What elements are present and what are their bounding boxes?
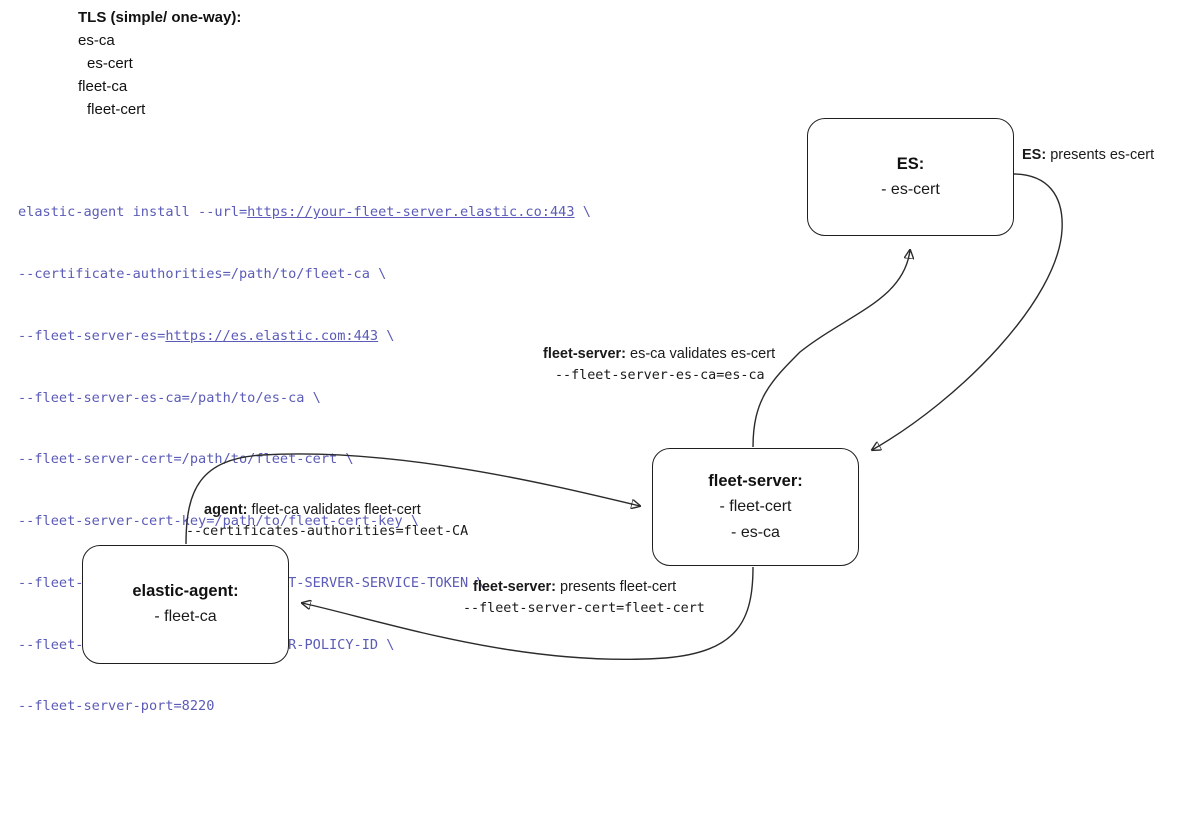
command-line-1: elastic-agent install --url=https://your…	[18, 202, 591, 223]
legend-item-fleet-ca: fleet-ca	[78, 78, 128, 95]
edge-label-rest: es-ca validates es-cert	[626, 346, 776, 362]
node-es[interactable]: ES: - es-cert	[807, 118, 1014, 236]
edge-label-fleet-server-presents: fleet-server: presents fleet-cert --flee…	[463, 577, 705, 619]
edge-label-fleet-server-validates: fleet-server: es-ca validates es-cert --…	[543, 344, 775, 386]
node-fleet-server-item-0: - fleet-cert	[719, 497, 792, 515]
edge-label-row: agent: fleet-ca validates fleet-cert	[204, 500, 468, 521]
cmd-text: --fleet-server-port=8220	[18, 698, 215, 715]
edge-label-es-presents: ES: presents es-cert	[1022, 145, 1154, 166]
command-line-2: --certificate-authorities=/path/to/fleet…	[18, 264, 591, 285]
edge-agent-to-fleet-server	[185, 453, 640, 545]
node-fleet-server-item-1: - es-ca	[731, 523, 780, 541]
node-fleet-server[interactable]: fleet-server: - fleet-cert - es-ca	[652, 448, 859, 566]
edge-label-strong: fleet-server:	[543, 346, 627, 362]
edge-label-rest: fleet-ca validates fleet-cert	[247, 502, 421, 518]
node-es-title: ES:	[896, 154, 925, 173]
es-url-link[interactable]: https://es.elastic.com:443	[165, 327, 379, 344]
edge-label-strong: agent:	[204, 502, 248, 518]
node-elastic-agent[interactable]: elastic-agent: - fleet-ca	[82, 545, 289, 664]
tls-legend: TLS (simple/ one-way): es-ca es-cert fle…	[78, 6, 241, 121]
command-line-6: --fleet-server-cert-key=/path/to/fleet-c…	[18, 511, 591, 532]
cmd-text: --fleet-server-cert-key=/path/to/fleet-c…	[18, 513, 420, 530]
command-line-4: --fleet-server-es-ca=/path/to/es-ca \	[18, 388, 591, 409]
edge-es-to-fleet-server	[872, 173, 1063, 450]
fleet-server-url-link[interactable]: https://your-fleet-server.elastic.co:443	[247, 204, 575, 221]
legend-item-es-cert: es-cert	[87, 55, 133, 72]
legend-title: TLS (simple/ one-way):	[78, 9, 242, 26]
node-elastic-agent-title: elastic-agent:	[132, 582, 239, 600]
edge-fleet-server-to-es	[752, 250, 910, 448]
cmd-text: --fleet-server-es=	[18, 327, 166, 344]
command-line-3: --fleet-server-es=https://es.elastic.com…	[18, 326, 591, 347]
cmd-text: --fleet-server-es-ca=/path/to/es-ca \	[18, 389, 321, 406]
cmd-text: --certificate-authorities=/path/to/fleet…	[18, 265, 387, 282]
cmd-text: \	[378, 327, 395, 344]
legend-item-es-ca: es-ca	[78, 32, 115, 49]
edge-label-flag: --fleet-server-es-ca=es-ca	[555, 368, 765, 383]
command-line-9: --fleet-server-port=8220	[18, 696, 591, 717]
edge-label-strong: fleet-server:	[473, 579, 557, 595]
cmd-text: elastic-agent install --url=	[18, 204, 248, 221]
node-es-item-0: - es-cert	[881, 180, 940, 198]
edge-label-strong: ES:	[1022, 147, 1047, 163]
edge-fleet-server-to-agent	[302, 566, 754, 661]
edge-label-agent-validates: agent: fleet-ca validates fleet-cert --c…	[186, 500, 468, 542]
edge-label-rest: presents fleet-cert	[556, 579, 677, 595]
node-fleet-server-title: fleet-server:	[708, 471, 803, 490]
edge-label-row: fleet-server: presents fleet-cert	[473, 577, 705, 598]
cmd-text: \	[574, 204, 591, 221]
edge-label-rest: presents es-cert	[1046, 147, 1155, 163]
legend-item-fleet-cert: fleet-cert	[87, 101, 146, 118]
edge-label-row: fleet-server: es-ca validates es-cert	[543, 344, 775, 365]
node-elastic-agent-item-0: - fleet-ca	[154, 608, 217, 625]
edge-label-row: ES: presents es-cert	[1022, 145, 1154, 166]
edge-label-flag: --certificates-authorities=fleet-CA	[186, 524, 469, 539]
edge-label-flag: --fleet-server-cert=fleet-cert	[463, 601, 705, 616]
